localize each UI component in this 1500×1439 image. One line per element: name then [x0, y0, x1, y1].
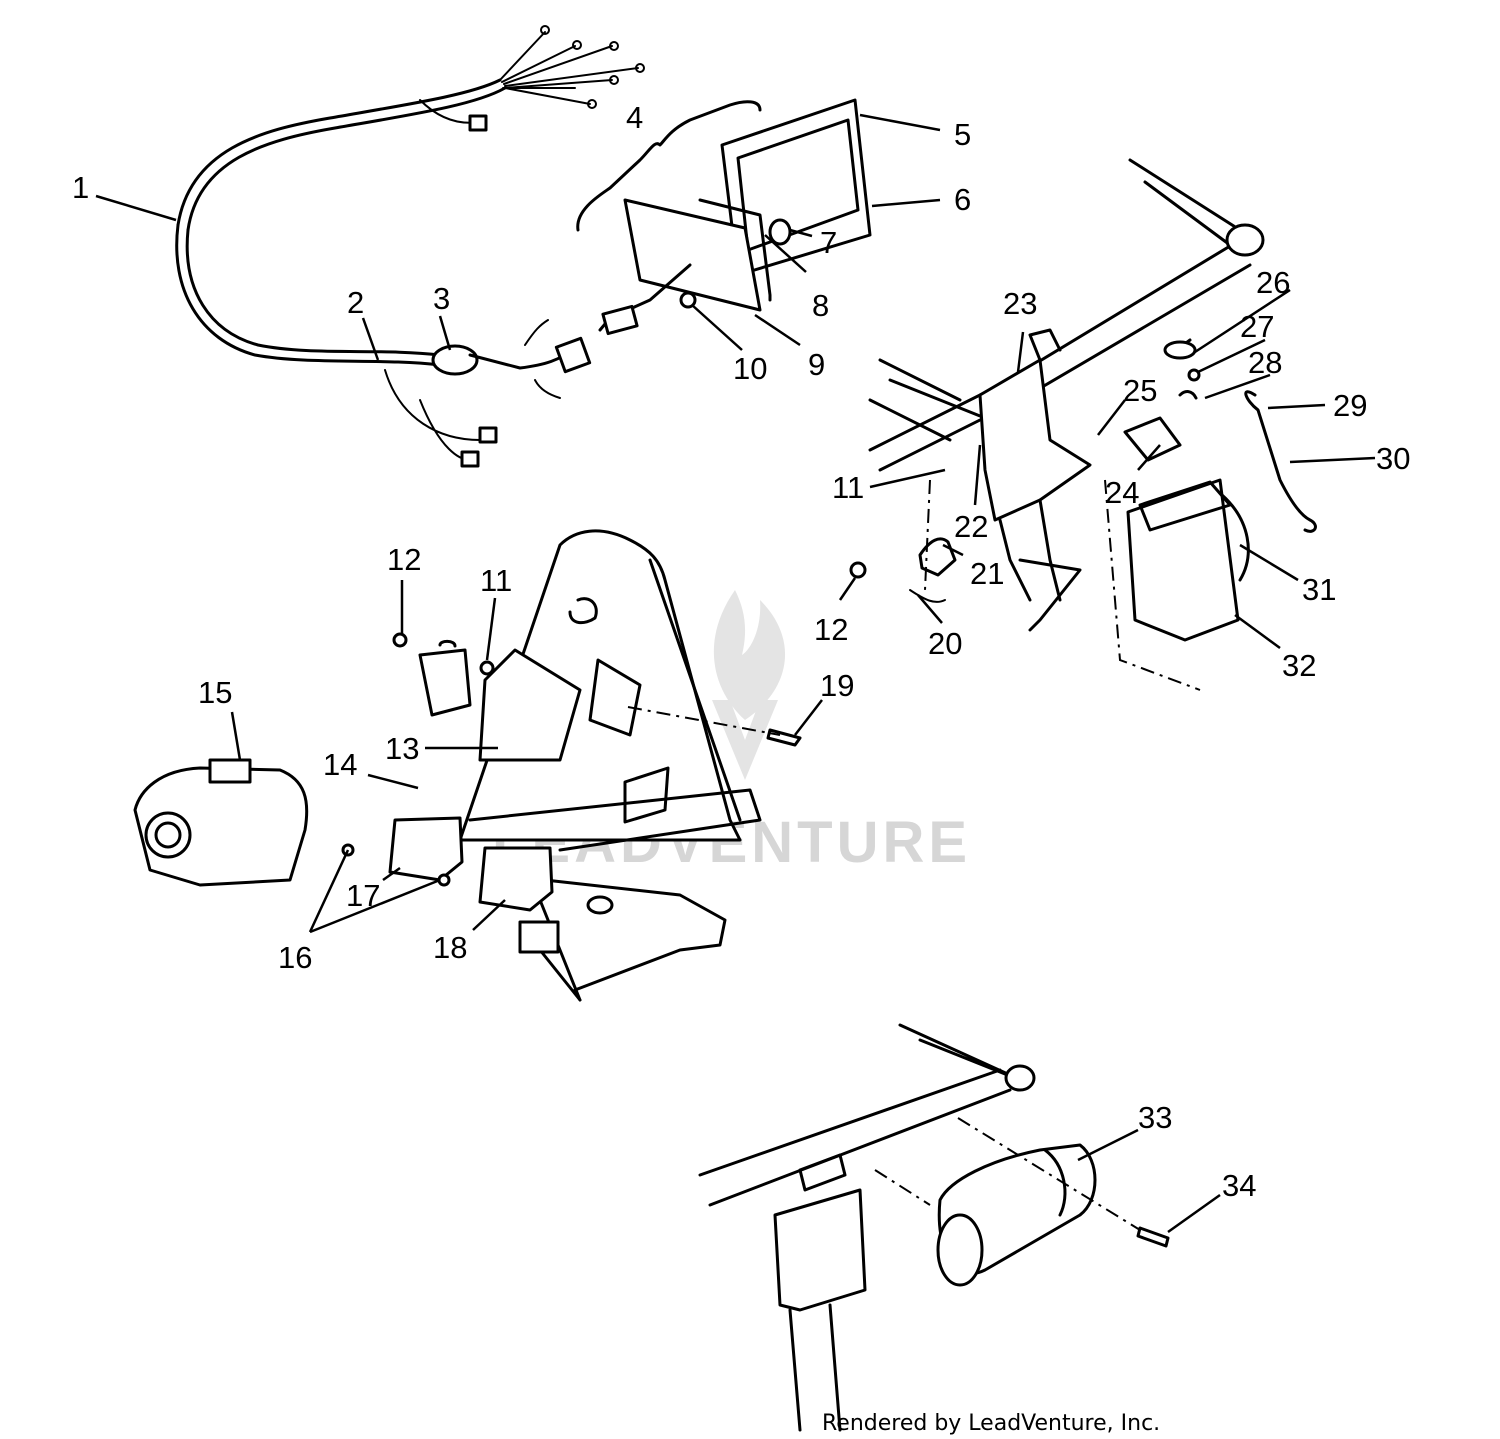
callout-15: 15 [198, 675, 232, 710]
callout-11a: 11 [832, 470, 864, 505]
callout-10: 10 [733, 351, 767, 386]
callout-27: 27 [1240, 309, 1274, 344]
callout-28: 28 [1248, 345, 1282, 380]
callout-14: 14 [323, 747, 357, 782]
callout-13: 13 [385, 731, 419, 766]
watermark-flame-icon [713, 590, 786, 720]
callouts: 1 2 3 4 5 6 7 8 9 10 11 11 12 12 13 14 1… [72, 100, 1410, 1203]
callout-31: 31 [1302, 572, 1336, 607]
callout-33: 33 [1138, 1100, 1172, 1135]
control-boxes [341, 816, 554, 912]
rear-panel [392, 529, 802, 1002]
callout-17: 17 [346, 878, 380, 913]
wiring-harness [175, 25, 645, 468]
callout-18: 18 [433, 930, 467, 965]
callout-30: 30 [1376, 441, 1410, 476]
callout-12a: 12 [387, 542, 421, 577]
callout-7: 7 [820, 225, 837, 260]
callout-1: 1 [72, 170, 89, 205]
reservoir [133, 758, 309, 887]
callout-21: 21 [970, 556, 1004, 591]
callout-24: 24 [1105, 475, 1139, 510]
callout-34: 34 [1222, 1168, 1256, 1203]
callout-4: 4 [626, 100, 643, 135]
callout-9: 9 [808, 347, 825, 382]
callout-29: 29 [1333, 388, 1367, 423]
tail-light-assembly [576, 98, 872, 336]
callout-11b: 11 [480, 563, 512, 598]
callout-6: 6 [954, 182, 971, 217]
callout-2: 2 [347, 285, 364, 320]
callout-5: 5 [954, 117, 971, 152]
callout-19: 19 [820, 668, 854, 703]
callout-3: 3 [433, 281, 450, 316]
footer-credit: Rendered by LeadVenture, Inc. [822, 1411, 1160, 1436]
callout-32: 32 [1282, 648, 1316, 683]
callout-22: 22 [954, 509, 988, 544]
callout-20: 20 [928, 626, 962, 661]
callout-23: 23 [1003, 286, 1037, 321]
callout-26: 26 [1256, 265, 1290, 300]
frame-battery-area [849, 158, 1317, 691]
callout-16: 16 [278, 940, 312, 975]
callout-8: 8 [812, 288, 829, 323]
callout-12b: 12 [814, 612, 848, 647]
callout-25: 25 [1123, 373, 1157, 408]
leader-lines [95, 113, 1376, 1234]
starter-motor-area [698, 1023, 1170, 1432]
